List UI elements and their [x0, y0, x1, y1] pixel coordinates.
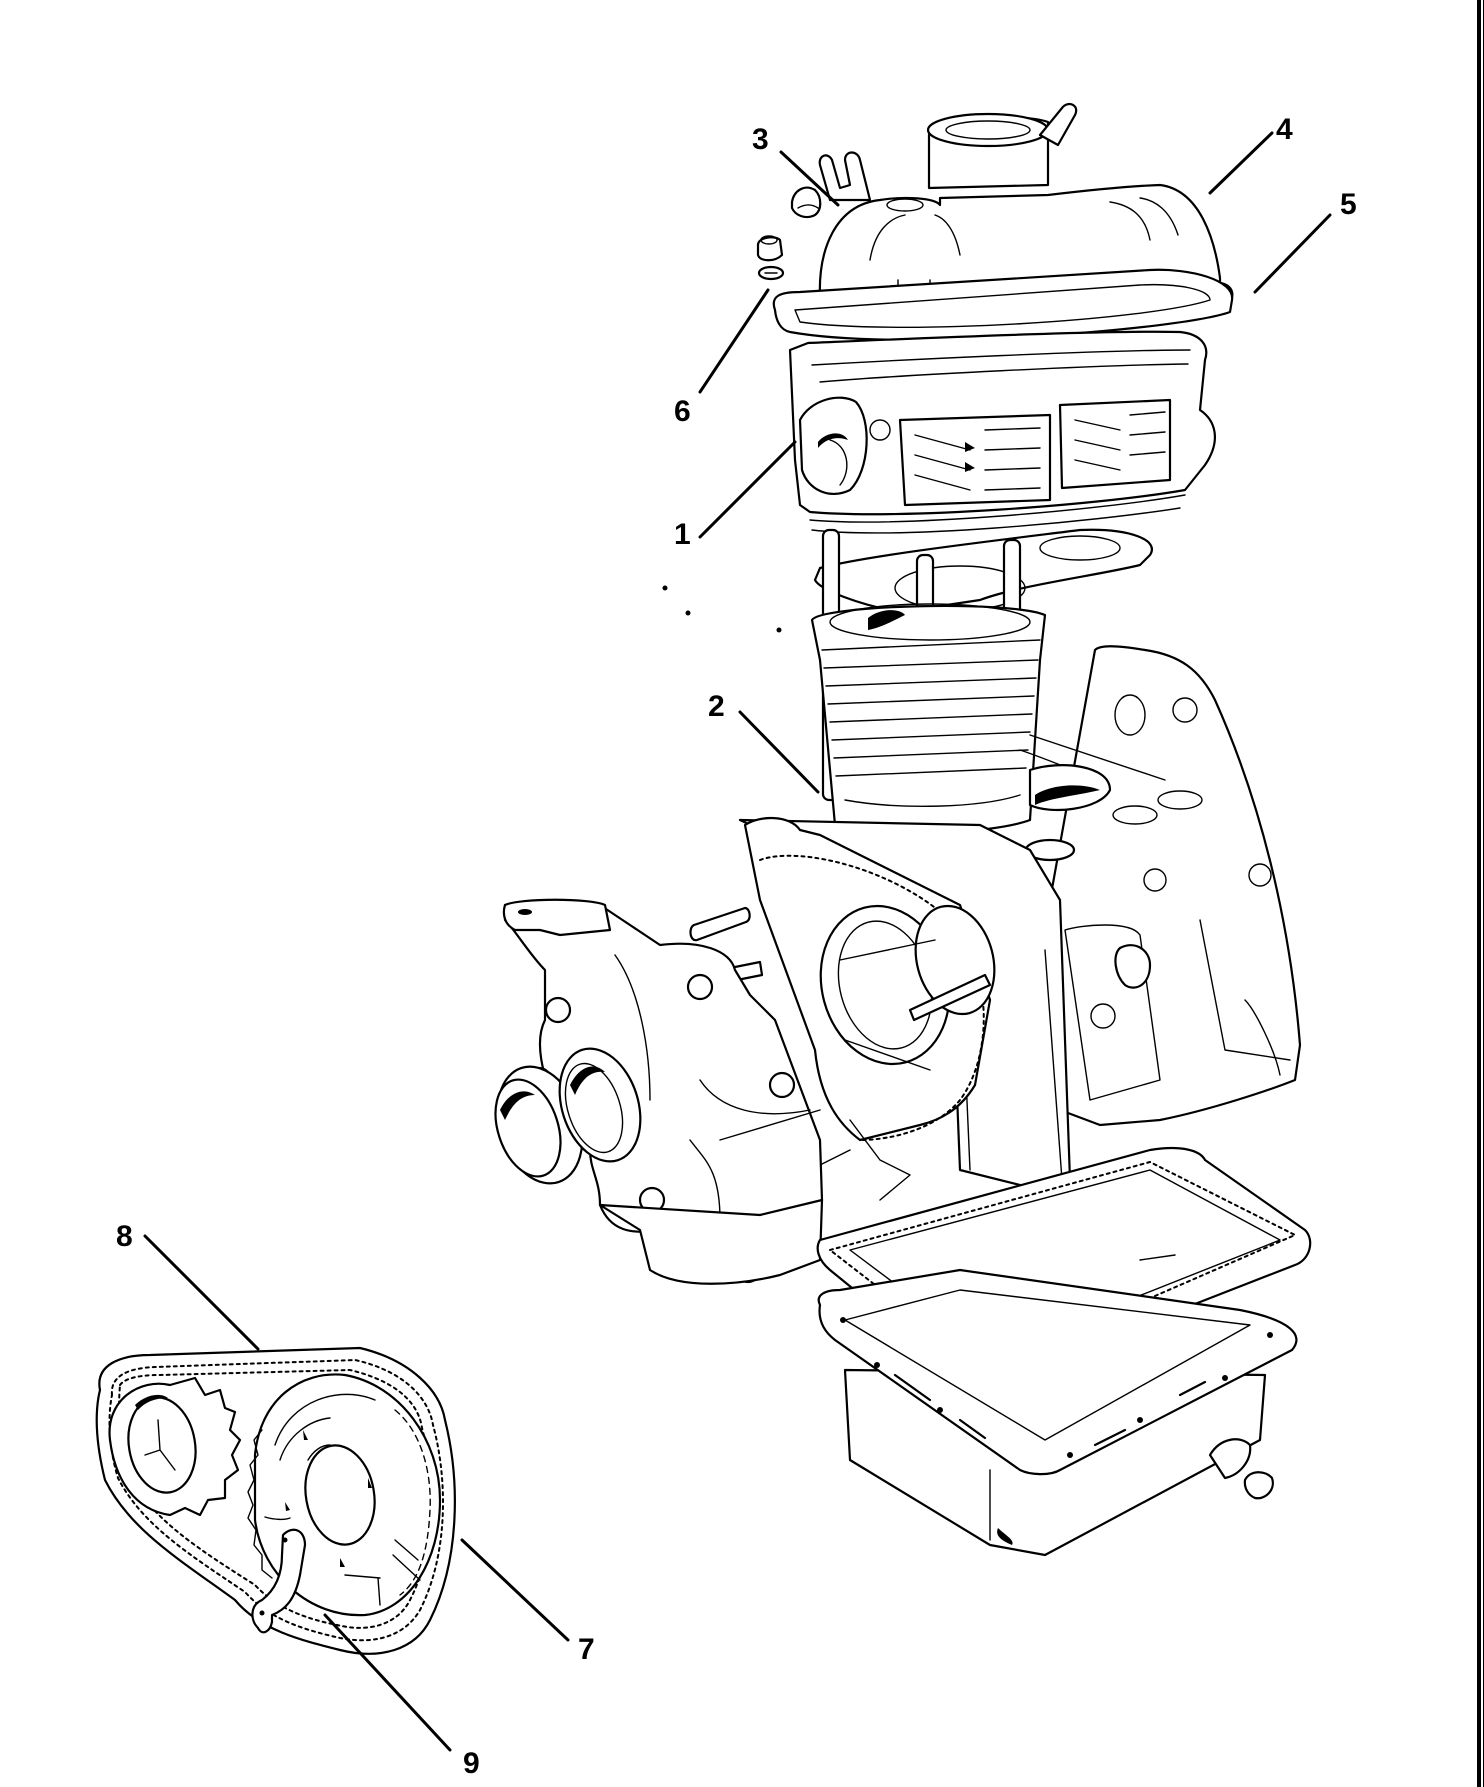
callout-labels: 3 4 5 6 1 2 8 7 9 — [116, 113, 1357, 1780]
oil-sump — [817, 1268, 1298, 1557]
callout-5: 5 — [1340, 188, 1357, 221]
crankshaft-sprocket — [108, 1376, 242, 1517]
callout-9: 9 — [463, 1747, 480, 1780]
leader-5 — [1253, 213, 1332, 294]
leader-2 — [738, 710, 820, 794]
nut-and-washer — [756, 235, 785, 281]
callout-3: 3 — [752, 123, 769, 156]
chain-tensioner — [251, 1528, 307, 1634]
leader-4 — [1208, 131, 1274, 195]
callout-8: 8 — [116, 1220, 133, 1253]
callout-2: 2 — [708, 690, 725, 723]
leader-8 — [143, 1234, 260, 1351]
cylinder-barrel — [810, 603, 1047, 835]
head-gasket — [813, 528, 1153, 614]
callout-6: 6 — [674, 395, 691, 428]
rocker-cover-gasket — [772, 268, 1234, 342]
cylinder-head — [788, 330, 1216, 534]
leader-9 — [323, 1613, 452, 1752]
page-border-thick — [1477, 0, 1481, 1787]
cap-nut — [790, 186, 822, 219]
leader-6 — [698, 288, 770, 394]
callout-7: 7 — [578, 1633, 595, 1666]
crankcase — [738, 645, 1302, 1192]
front-plate — [689, 816, 996, 1201]
leader-1 — [698, 440, 797, 539]
timing-cover — [494, 898, 824, 1285]
callout-1: 1 — [674, 518, 691, 551]
leader-7 — [460, 1538, 570, 1642]
leader-3 — [779, 150, 840, 207]
callout-4: 4 — [1276, 113, 1293, 146]
leader-lines — [143, 131, 1332, 1752]
